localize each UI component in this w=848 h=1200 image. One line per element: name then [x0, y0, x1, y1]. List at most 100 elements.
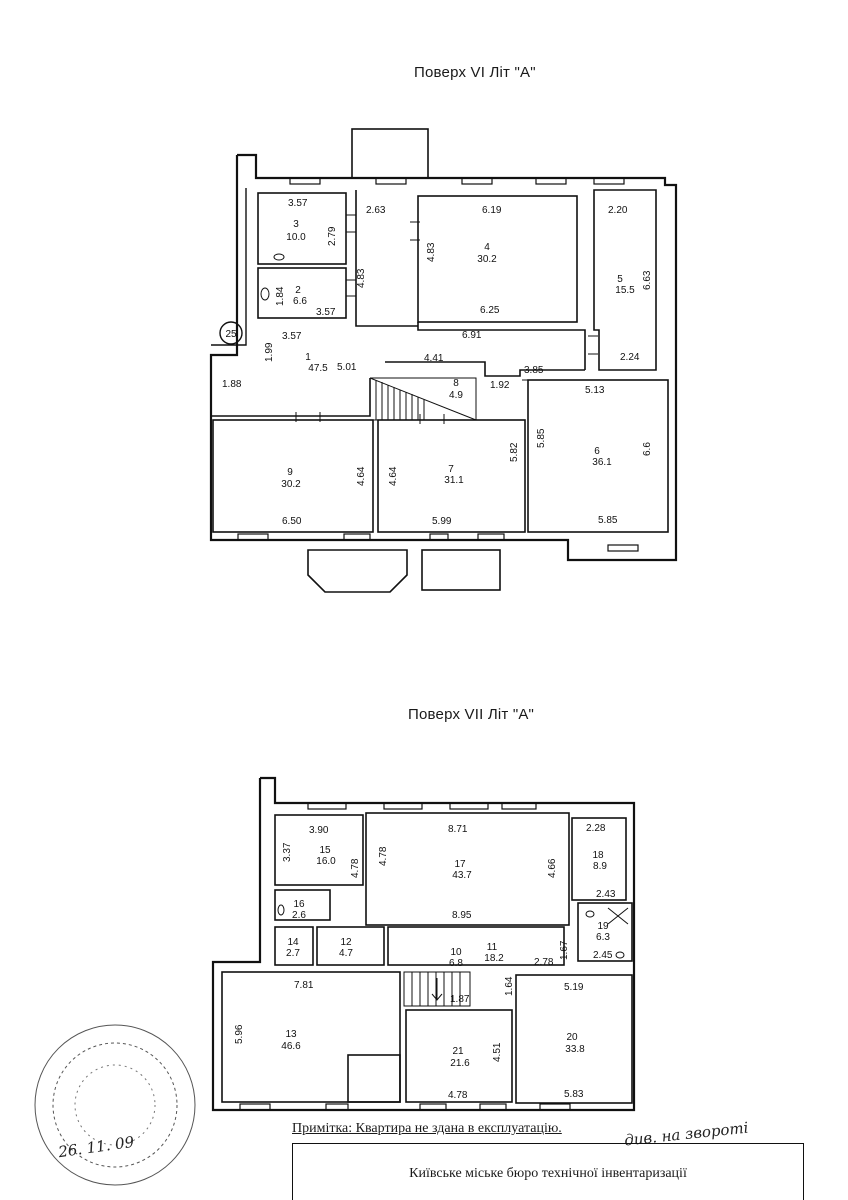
dim-label: 8.71 [448, 824, 468, 835]
room-19-no: 19 [597, 921, 609, 932]
dim-label: 6.50 [282, 516, 302, 527]
room-13-nook [347, 1054, 401, 1103]
room-7-area: 31.1 [444, 475, 464, 486]
room-9-area: 30.2 [281, 479, 301, 490]
dim-label: 1.99 [264, 342, 275, 362]
dim-label: 2.79 [327, 226, 338, 246]
official-stamp [34, 1024, 196, 1186]
room-14-area: 2.7 [286, 948, 300, 959]
room-6-area: 36.1 [592, 457, 612, 468]
room-4-area: 30.2 [477, 254, 497, 265]
dim-label: 5.01 [337, 362, 357, 373]
dim-label: 1.67 [559, 940, 570, 960]
dim-label: 6.25 [480, 305, 500, 316]
floor7-plan [211, 776, 636, 1112]
dim-label: 5.96 [234, 1024, 245, 1044]
room-5-outline [593, 189, 657, 371]
floor6-marker-circle [219, 321, 243, 345]
dim-label: 7.81 [294, 980, 314, 991]
dim-label: 4.64 [388, 466, 399, 486]
dim-label: 3.57 [282, 331, 302, 342]
room-20-outline [515, 974, 633, 1104]
dim-label: 6.6 [642, 442, 653, 456]
room-19-outline [577, 902, 633, 962]
room-20-no: 20 [566, 1032, 578, 1043]
dim-label: 5.82 [509, 442, 520, 462]
floor7-fixtures [277, 904, 629, 959]
room-3-outline [257, 192, 347, 265]
room-11-no: 11 [487, 942, 498, 953]
dim-label: 4.51 [492, 1042, 503, 1062]
room-21-no: 21 [452, 1046, 464, 1057]
dim-label: 2.45 [593, 950, 613, 961]
dim-label: 1.92 [490, 380, 510, 391]
dim-label: 3.57 [288, 198, 308, 209]
room-5-area: 15.5 [615, 285, 635, 296]
dim-label: 1.88 [222, 379, 242, 390]
dim-label: 1.87 [450, 994, 470, 1005]
dim-label: 6.19 [482, 205, 502, 216]
dim-label: 1.64 [504, 976, 515, 996]
dim-label: 6.63 [642, 270, 653, 290]
dim-label: 1.84 [275, 286, 286, 306]
dim-label: 2.20 [608, 205, 628, 216]
room-10-no: 10 [450, 947, 462, 958]
floor6-marker: 25 [225, 329, 237, 340]
room-13-area: 46.6 [281, 1041, 301, 1052]
dim-label: 5.19 [564, 982, 584, 993]
room-16-area: 2.6 [292, 910, 306, 921]
room-18-outline [571, 817, 627, 901]
room-18-no: 18 [592, 850, 604, 861]
dim-label: 5.83 [564, 1089, 584, 1100]
room-15-no: 15 [319, 845, 331, 856]
room-12-outline [316, 926, 385, 966]
dim-label: 5.13 [585, 385, 605, 396]
room-14-no: 14 [287, 937, 299, 948]
room-21-area: 21.6 [450, 1058, 470, 1069]
room-17-no: 17 [454, 859, 466, 870]
room-16-outline [274, 889, 331, 921]
dim-label: 4.64 [356, 466, 367, 486]
room-1-walls [355, 190, 418, 327]
dim-label: 3.57 [316, 307, 336, 318]
room-1-no: 1 [305, 352, 311, 363]
room-15-outline [274, 814, 364, 886]
room-12-no: 12 [340, 937, 352, 948]
dim-label: 2.63 [366, 205, 386, 216]
dim-label: 6.91 [462, 330, 482, 341]
dim-label: 4.78 [448, 1090, 468, 1101]
floor6-windows [237, 177, 639, 552]
room-13-outline [221, 971, 401, 1103]
toilet-icon [260, 287, 270, 301]
room-2-no: 2 [295, 285, 301, 296]
bureau-box: Київське міське бюро технічної інвентари… [292, 1143, 804, 1200]
room-1-area: 47.5 [308, 363, 328, 374]
floor6-doors [295, 214, 598, 424]
room-2-outline [257, 267, 347, 319]
room-9-no: 9 [287, 467, 293, 478]
room-6-outline [527, 379, 669, 533]
dim-label: 4.83 [356, 268, 367, 288]
room-21-outline [405, 1009, 513, 1103]
room-11-area: 18.2 [484, 953, 504, 964]
floor7-staircase [403, 971, 471, 1007]
room-11-outline [387, 926, 565, 966]
dim-label: 5.85 [598, 515, 618, 526]
room-19-area: 6.3 [596, 932, 610, 943]
dim-label: 3.37 [282, 842, 293, 862]
footer-note: Примітка: Квартира не здана в експлуатац… [292, 1121, 562, 1136]
room-4-outline [417, 195, 578, 323]
floor6-outer-wall [209, 153, 678, 562]
dim-label: 2.28 [586, 823, 606, 834]
room-2-area: 6.6 [293, 296, 307, 307]
dim-label: 8.95 [452, 910, 472, 921]
room-6-no: 6 [594, 446, 600, 457]
bureau-name: Київське міське бюро технічної інвентари… [409, 1166, 687, 1181]
dim-label: 4.66 [547, 858, 558, 878]
stair-top-wall [385, 361, 585, 377]
sink-icon [273, 253, 285, 261]
floor7-outer-wall [211, 776, 636, 1112]
dim-label: 4.83 [426, 242, 437, 262]
dim-label: 5.85 [536, 428, 547, 448]
